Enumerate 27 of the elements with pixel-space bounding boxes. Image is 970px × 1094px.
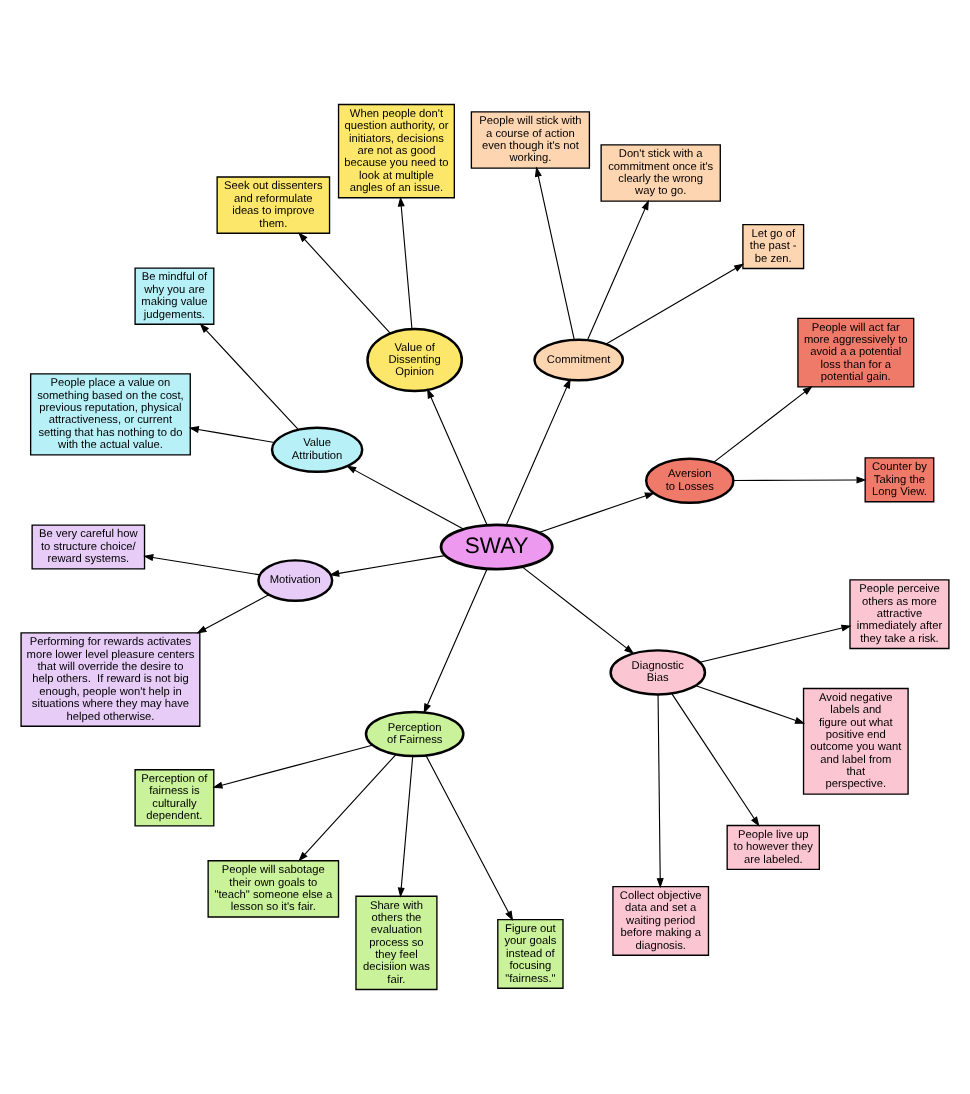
arrow xyxy=(521,566,635,655)
arrow xyxy=(699,624,852,663)
arrow xyxy=(505,378,571,526)
arrow xyxy=(298,754,397,862)
node-ellipse: SWAY xyxy=(439,523,554,571)
arrow xyxy=(695,685,806,724)
arrow xyxy=(586,199,649,341)
arrow xyxy=(733,476,867,484)
arrow xyxy=(298,232,391,334)
arrow xyxy=(534,166,575,341)
arrow xyxy=(143,554,261,576)
arrow xyxy=(397,755,414,898)
arrow xyxy=(346,465,464,530)
arrow xyxy=(425,755,514,922)
arrow xyxy=(196,594,270,634)
arrow xyxy=(199,323,299,430)
arrow xyxy=(397,196,413,330)
arrow xyxy=(605,263,745,345)
arrow xyxy=(188,426,275,444)
arrow xyxy=(329,555,446,577)
arrow xyxy=(671,693,760,827)
arrow xyxy=(538,492,655,533)
arrow xyxy=(423,568,488,714)
arrow xyxy=(656,694,664,889)
arrow xyxy=(212,744,373,789)
arrow xyxy=(427,388,488,526)
arrow xyxy=(713,385,813,463)
